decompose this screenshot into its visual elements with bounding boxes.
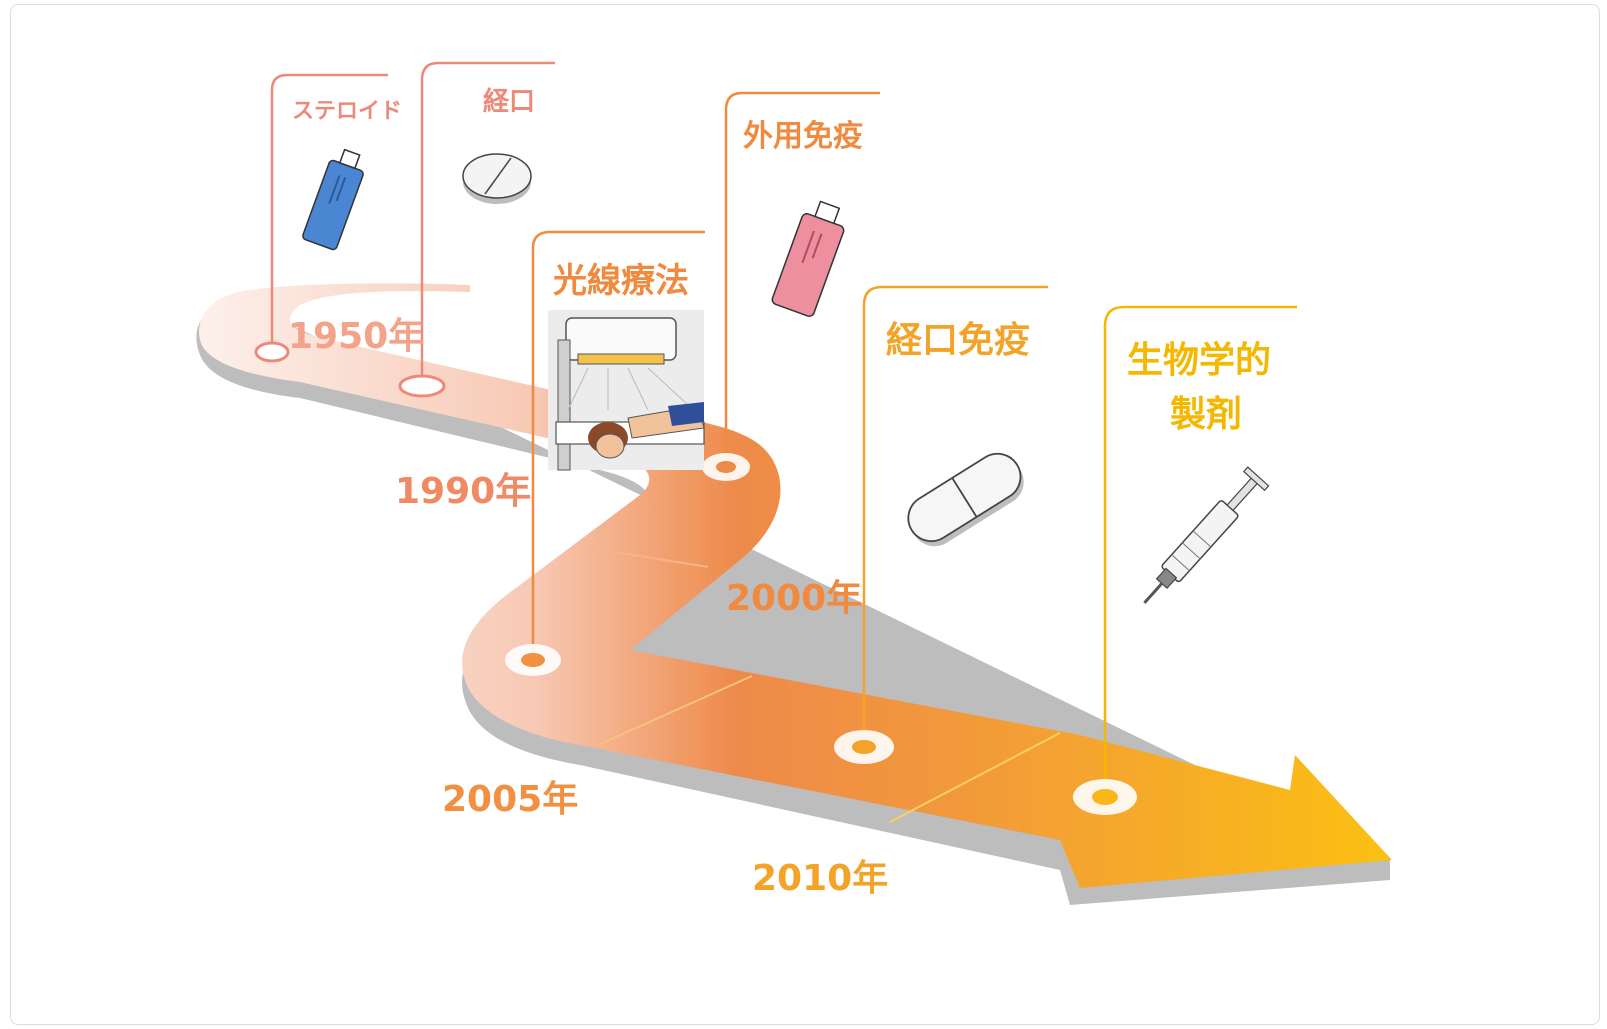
capsule-icon — [907, 452, 1024, 547]
year-label-2010: 2010年 — [752, 858, 888, 899]
milestone-marker-oral — [398, 374, 446, 398]
treatment-label-biologics: 生物学的 — [1127, 339, 1271, 381]
milestone-marker-phototherapy-center — [521, 653, 545, 667]
milestone-marker-topical-immuno-center — [716, 461, 736, 473]
milestone-markers — [254, 61, 1297, 815]
syringe-icon — [1143, 466, 1270, 604]
milestone-line-oral — [420, 61, 555, 386]
road-surface — [199, 283, 1393, 889]
milestone-marker-oral-immuno-center — [852, 740, 876, 754]
treatment-label-biologics-line2: 製剤 — [1170, 394, 1242, 435]
treatment-label-topical-immuno: 外用免疫 — [743, 119, 863, 154]
ointment-tube-pink-icon — [771, 200, 845, 317]
treatment-label-steroid: ステロイド — [292, 99, 402, 124]
phototherapy-icon — [548, 310, 705, 471]
milestone-marker-steroid — [254, 341, 290, 363]
year-label-2005: 2005年 — [442, 779, 578, 820]
milestone-line-phototherapy — [531, 230, 705, 660]
treatment-label-phototherapy: 光線療法 — [553, 261, 689, 301]
milestone-line-biologics — [1103, 305, 1297, 797]
road-divider — [589, 547, 709, 568]
treatment-label-oral: 経口 — [483, 86, 535, 117]
year-label-1990: 1990年 — [395, 471, 531, 512]
ointment-tube-blue-icon — [302, 148, 364, 251]
treatment-label-oral-immuno: 経口免疫 — [886, 320, 1030, 361]
milestone-line-oral-immuno — [862, 285, 1048, 747]
tablet-icon — [462, 153, 532, 204]
road-divider — [597, 675, 753, 746]
road-divider — [889, 732, 1061, 823]
timeline-road — [196, 283, 1393, 905]
milestone-marker-biologics-center — [1092, 789, 1118, 805]
milestone-line-topical-immuno — [724, 91, 880, 467]
milestone-line-steroid — [270, 73, 388, 352]
year-label-2000: 2000年 — [726, 578, 862, 619]
year-label-1950: 1950年 — [288, 316, 424, 357]
